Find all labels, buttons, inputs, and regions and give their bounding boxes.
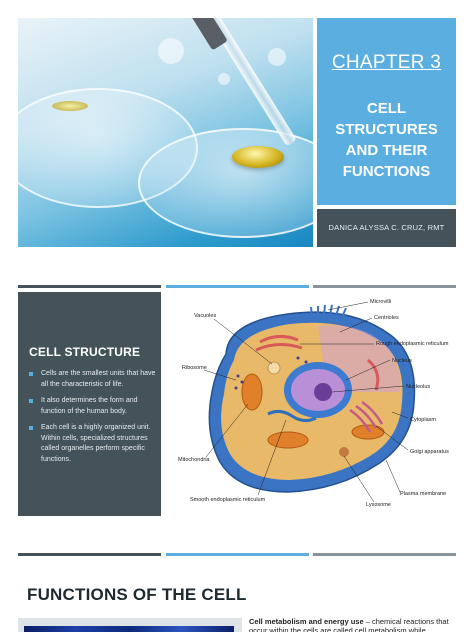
rough-er-shape <box>255 335 380 391</box>
label-leader-lines <box>203 301 409 503</box>
label-mitochondria: Mitochondria <box>178 457 210 463</box>
slide-title: FUNCTIONS OF THE CELL <box>27 585 247 604</box>
bullet-square-icon <box>29 399 33 403</box>
chapter-title: CELL STRUCTURES AND THEIR FUNCTIONS <box>335 100 438 180</box>
ribosome-shape <box>234 356 308 390</box>
nucleolus-shape <box>314 383 332 401</box>
section-heading: CELL STRUCTURE <box>29 345 141 359</box>
smooth-er-shape <box>267 409 317 423</box>
label-microvilli: Microvilli <box>370 299 391 305</box>
label-golgi: Golgi apparatus <box>410 449 449 455</box>
chapter-number: CHAPTER 3 <box>331 52 442 73</box>
label-rough-er: Rough endoplasmic reticulum <box>376 341 449 347</box>
slide-divider-bar <box>166 553 309 556</box>
body-text: Cell metabolism and energy use – chemica… <box>249 617 461 632</box>
chapter-title-panel: CHAPTER 3 CELL STRUCTURES AND THEIR FUNC… <box>317 18 456 205</box>
list-item: It also determines the form and function… <box>29 396 157 417</box>
label-lysosome: Lysosome <box>366 502 391 508</box>
petri-dish <box>138 128 313 238</box>
cell-diagram: Microvilli Vacuoles Centrioles Rough end… <box>178 299 449 508</box>
slide-divider-bar <box>18 285 161 288</box>
label-centrioles: Centrioles <box>374 315 399 321</box>
label-smooth-er: Smooth endoplasmic reticulum <box>190 497 266 503</box>
list-item: Cells are the smallest units that have a… <box>29 369 157 390</box>
slide-divider-bar <box>166 285 309 288</box>
cell-structure-panel: CELL STRUCTURE Cells are the smallest un… <box>18 292 161 516</box>
bokeh-light <box>268 48 286 66</box>
microvilli-shape <box>310 304 347 318</box>
bokeh-light <box>218 73 230 85</box>
bullet-list: Cells are the smallest units that have a… <box>29 369 157 471</box>
slide-divider-bar <box>313 285 456 288</box>
label-cytoplasm: Cytoplasm <box>410 417 436 423</box>
author-name: DANICA ALYSSA C. CRUZ, RMT <box>317 209 456 247</box>
label-ribosome: Ribosome <box>182 365 207 371</box>
slide-divider-bar <box>313 553 456 556</box>
liquid-drop <box>232 146 284 168</box>
label-vacuoles: Vacuoles <box>194 313 216 319</box>
term-text: Cell metabolism and energy use <box>249 617 364 626</box>
label-nucleolus: Nucleolus <box>406 384 430 390</box>
bullet-square-icon <box>29 372 33 376</box>
vacuole-shape <box>267 361 281 375</box>
label-plasma-membrane: Plasma membrane <box>400 491 446 497</box>
slide-divider-bar <box>18 553 161 556</box>
mitochondria-shape <box>241 373 385 449</box>
microscope-image <box>24 626 234 632</box>
label-nucleus: Nucleus <box>392 358 412 364</box>
bullet-square-icon <box>29 426 33 430</box>
definition-text: – chemical reactions that occur within t… <box>249 617 449 632</box>
list-item: Each cell is a highly organized unit. Wi… <box>29 423 157 465</box>
liquid-drop <box>52 101 88 111</box>
lysosome-shape <box>339 447 349 457</box>
lab-photo <box>18 18 313 247</box>
golgi-shape <box>349 400 384 433</box>
bokeh-light <box>158 38 184 64</box>
